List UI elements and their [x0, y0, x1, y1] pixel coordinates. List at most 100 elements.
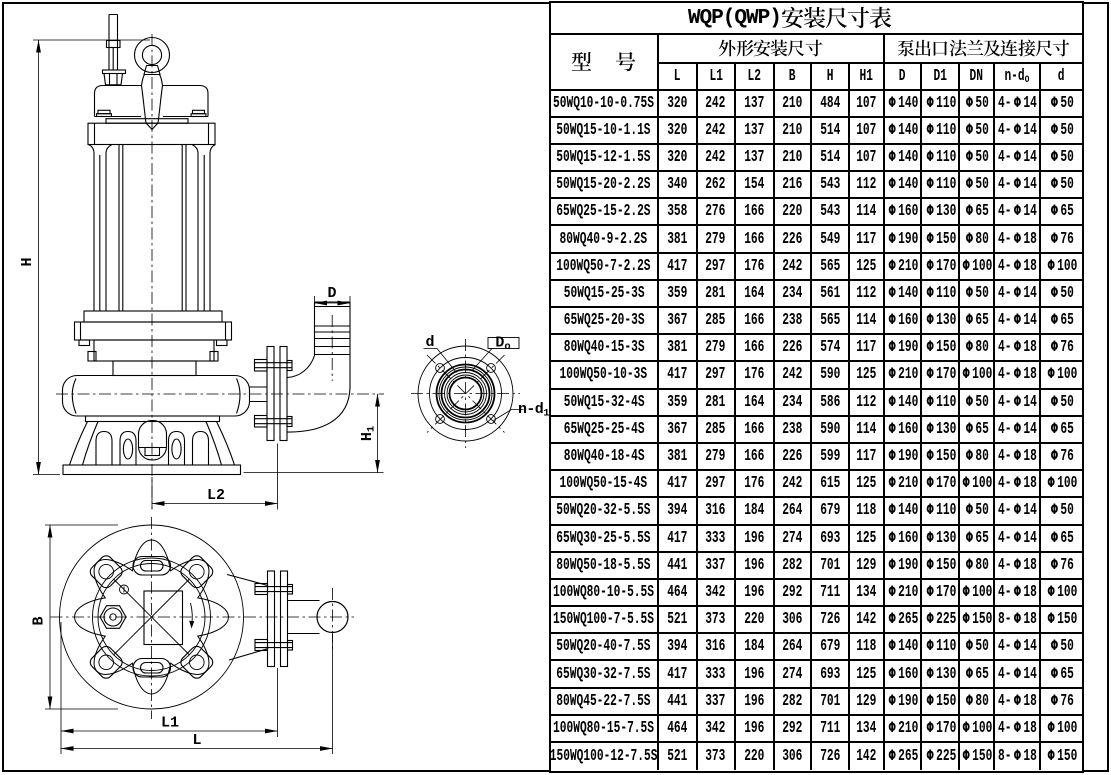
cell-50WQ20-40-7.5S-B: 264: [774, 634, 813, 662]
cell-65WQ25-20-3S-L2: 166: [736, 308, 775, 336]
cell-100WQ80-15-7.5S-L1: 342: [697, 715, 736, 743]
base-plate: [62, 464, 242, 476]
cell-80WQ40-15-3S-L2: 166: [736, 335, 775, 363]
cell-65WQ25-25-4S-L: 367: [658, 416, 698, 444]
row-model-80WQ50-18-5.5S: 80WQ50-18-5.5S: [551, 552, 659, 580]
cell-100WQ80-15-7.5S-H: 711: [812, 715, 850, 743]
row-model-100WQ50-7-2.2S: 100WQ50-7-2.2S: [551, 253, 659, 281]
cell-100WQ50-10-3S-L1: 297: [697, 362, 736, 390]
cell-65WQ25-20-3S-H: 565: [812, 308, 850, 336]
cell-100WQ50-7-2.2S-H1: 125: [849, 253, 885, 281]
stand-star-plate: [74, 539, 229, 695]
cell-50WQ20-32-5.5S-H: 679: [812, 498, 850, 526]
cell-50WQ10-10-0.75S-L1: 242: [697, 90, 736, 118]
cell-50WQ15-12-1.5S-L1: 242: [697, 144, 736, 173]
row-model-65WQ30-25-5.5S: 65WQ30-25-5.5S: [551, 525, 659, 553]
dim-length-l1: L1: [60, 622, 278, 737]
cell-50WQ15-20-2.2S-B: 216: [774, 172, 813, 200]
cell-100WQ50-7-2.2S-L1: 297: [697, 253, 736, 281]
cell-80WQ40-18-4S-L1: 279: [697, 443, 736, 472]
cell-65WQ30-25-5.5S-B: 274: [774, 525, 813, 553]
cell-150WQ100-12-7.5S-B: 306: [774, 743, 813, 771]
cell-150WQ100-7-5.5S-L: 521: [658, 607, 698, 635]
cell-80WQ40-18-4S-B: 226: [774, 443, 813, 472]
cell-100WQ50-10-3S-H1: 125: [849, 362, 885, 390]
volute-outline: [59, 524, 244, 710]
dim-label-l1: L1: [161, 715, 179, 732]
cell-50WQ15-32-4S-H: 586: [812, 389, 850, 417]
cell-65WQ25-15-2.2S-L: 358: [658, 199, 698, 227]
cell-50WQ15-32-4S-L: 359: [658, 389, 698, 417]
group-header-outline-dims: [658, 34, 885, 64]
dim-label-h: H: [19, 257, 36, 266]
row-model-80WQ40-15-3S: 80WQ40-15-3S: [551, 335, 659, 363]
cell-65WQ25-20-3S-H1: 114: [849, 308, 885, 336]
dim-label-do: Do: [495, 335, 510, 354]
column-header-h: H: [812, 64, 850, 91]
cell-80WQ40-9-2.2S-L2: 166: [736, 226, 775, 254]
cell-150WQ100-7-5.5S-L2: 220: [736, 607, 775, 635]
cell-50WQ15-20-2.2S-H1: 112: [849, 172, 885, 200]
cell-50WQ10-10-0.75S-B: 210: [774, 90, 813, 118]
rotation-arrow: [189, 602, 195, 629]
row-model-65WQ25-20-3S: 65WQ25-20-3S: [551, 308, 659, 336]
cell-50WQ15-12-1.5S-H1: 107: [849, 144, 885, 173]
row-model-50WQ15-20-2.2S: 50WQ15-20-2.2S: [551, 172, 659, 200]
column-header-d: D: [884, 64, 923, 91]
dim-label-d-outlet: D: [327, 285, 336, 302]
cell-100WQ80-15-7.5S-L2: 196: [736, 715, 775, 743]
row-model-150WQ100-7-5.5S: 150WQ100-7-5.5S: [551, 607, 659, 635]
cell-150WQ100-12-7.5S-L1: 373: [697, 743, 736, 771]
column-header-l1: L1: [697, 64, 736, 91]
cell-65WQ25-25-4S-H1: 114: [849, 416, 885, 444]
cell-50WQ15-32-4S-L1: 281: [697, 389, 736, 417]
hose-coupling: [313, 301, 351, 381]
cell-65WQ25-25-4S-L1: 285: [697, 416, 736, 444]
cell-50WQ15-10-1.1S-H1: 107: [849, 117, 885, 145]
row-model-50WQ15-10-1.1S: 50WQ15-10-1.1S: [551, 117, 659, 145]
cell-100WQ50-15-4S-L: 417: [658, 471, 698, 499]
cell-80WQ50-18-5.5S-L2: 196: [736, 552, 775, 580]
cell-150WQ100-12-7.5S-L2: 220: [736, 743, 775, 771]
dim-height-h: H: [19, 39, 150, 475]
cell-80WQ50-18-5.5S-H1: 129: [849, 552, 885, 580]
